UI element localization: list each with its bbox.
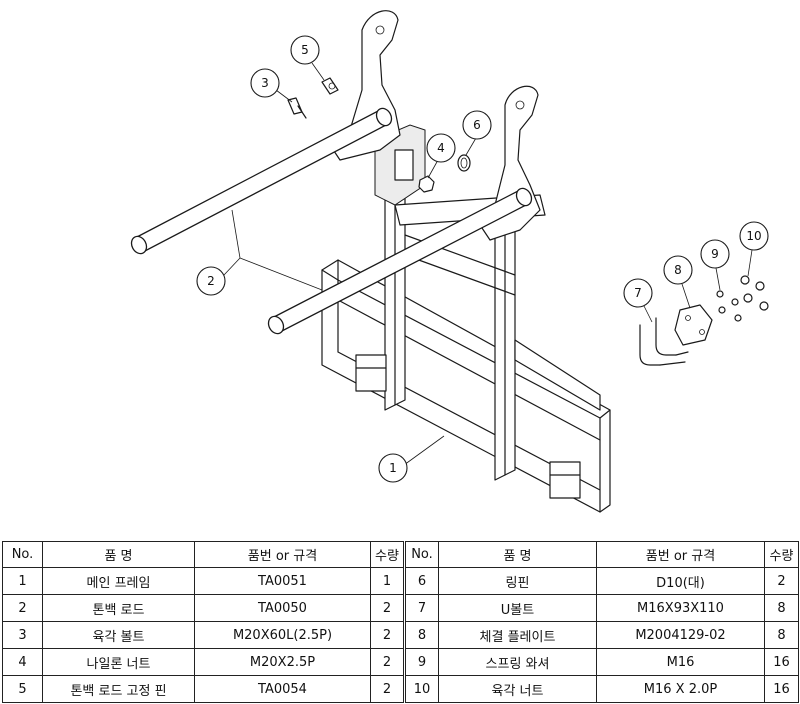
tonbag-rod-lower: [267, 187, 533, 335]
balloon-9: 9: [700, 239, 730, 269]
cell-name: 육각 볼트: [42, 621, 195, 649]
svg-text:9: 9: [711, 247, 719, 261]
balloon-5: 5: [290, 35, 320, 65]
col-header-name: 품 명: [42, 541, 195, 568]
balloon-3: 3: [250, 68, 280, 98]
balloon-6: 6: [462, 110, 492, 140]
exploded-assembly-drawing: 1 2 3 4 5 6 7 8 9 10: [130, 10, 769, 513]
cell-qty: 2: [764, 567, 799, 595]
cell-qty: 16: [764, 675, 799, 703]
col-header-no: No.: [2, 541, 43, 568]
fixing-pin: [321, 77, 339, 95]
cell-spec: M20X60L(2.5P): [194, 621, 371, 649]
cell-spec: M20X2.5P: [194, 648, 371, 676]
svg-text:6: 6: [473, 118, 481, 132]
cell-no: 2: [2, 594, 43, 622]
cell-spec: M16 X 2.0P: [596, 675, 765, 703]
cell-spec: TA0050: [194, 594, 371, 622]
cell-no: 9: [404, 648, 439, 676]
cell-qty: 2: [370, 594, 406, 622]
cell-no: 8: [404, 621, 439, 649]
cell-name: 메인 프레임: [42, 567, 195, 595]
svg-text:3: 3: [261, 76, 269, 90]
spring-washers: [716, 290, 742, 322]
cell-name: 나일론 너트: [42, 648, 195, 676]
cell-name: 체결 플레이트: [438, 621, 597, 649]
svg-text:10: 10: [746, 229, 761, 243]
nylon-nut: [418, 175, 435, 193]
cell-qty: 1: [370, 567, 406, 595]
cell-no: 10: [404, 675, 439, 703]
cell-no: 6: [404, 567, 439, 595]
balloon-1: 1: [378, 453, 408, 483]
main-frame: [321, 124, 611, 513]
cell-no: 1: [2, 567, 43, 595]
cell-name: 육각 너트: [438, 675, 597, 703]
cell-no: 4: [2, 648, 43, 676]
u-bolt: [639, 317, 689, 366]
balloon-4: 4: [426, 133, 456, 163]
cell-spec: M2004129-02: [596, 621, 765, 649]
svg-text:1: 1: [389, 461, 397, 475]
col-header-spec: 품번 or 규격: [194, 541, 371, 568]
cell-spec: TA0051: [194, 567, 371, 595]
cell-name: 톤백 로드: [42, 594, 195, 622]
cell-no: 3: [2, 621, 43, 649]
col-header-qty: 수량: [370, 541, 406, 568]
col-header-qty: 수량: [764, 541, 799, 568]
cell-spec: M16: [596, 648, 765, 676]
col-header-no: No.: [404, 541, 439, 568]
svg-text:8: 8: [674, 263, 682, 277]
table-row: 5 톤백 로드 고정 핀 TA0054 2 10 육각 너트 M16 X 2.0…: [2, 675, 799, 703]
balloon-7: 7: [623, 278, 653, 308]
col-header-name: 품 명: [438, 541, 597, 568]
clamp-plate: [674, 304, 713, 346]
svg-text:5: 5: [301, 43, 309, 57]
cell-qty: 2: [370, 675, 406, 703]
cell-qty: 8: [764, 594, 799, 622]
table-row: 1 메인 프레임 TA0051 1 6 링핀 D10(대) 2: [2, 567, 799, 595]
cell-spec: D10(대): [596, 567, 765, 595]
leader-lines: [223, 62, 753, 466]
svg-text:2: 2: [207, 274, 215, 288]
cell-name: 스프링 와셔: [438, 648, 597, 676]
balloon-10: 10: [739, 221, 769, 251]
table-row: 2 톤백 로드 TA0050 2 7 U볼트 M16X93X110 8: [2, 594, 799, 622]
cell-qty: 8: [764, 621, 799, 649]
cell-no: 7: [404, 594, 439, 622]
cell-spec: M16X93X110: [596, 594, 765, 622]
cell-no: 5: [2, 675, 43, 703]
balloon-2: 2: [196, 266, 226, 296]
svg-text:7: 7: [634, 286, 642, 300]
cell-name: 링핀: [438, 567, 597, 595]
cell-qty: 2: [370, 621, 406, 649]
parts-list-table: No. 품 명 품번 or 규격 수량 No. 품 명 품번 or 규격 수량 …: [2, 541, 799, 703]
cell-name: U볼트: [438, 594, 597, 622]
cell-qty: 16: [764, 648, 799, 676]
ring-pin: [457, 154, 471, 172]
svg-text:4: 4: [437, 141, 445, 155]
col-header-spec: 품번 or 규격: [596, 541, 765, 568]
hex-nuts: [740, 275, 769, 311]
balloon-8: 8: [663, 255, 693, 285]
cell-qty: 2: [370, 648, 406, 676]
table-row: 4 나일론 너트 M20X2.5P 2 9 스프링 와셔 M16 16: [2, 648, 799, 676]
cell-name: 톤백 로드 고정 핀: [42, 675, 195, 703]
table-header-row: No. 품 명 품번 or 규격 수량 No. 품 명 품번 or 규격 수량: [2, 541, 799, 568]
cell-spec: TA0054: [194, 675, 371, 703]
tonbag-rod-upper: [130, 107, 393, 255]
table-row: 3 육각 볼트 M20X60L(2.5P) 2 8 체결 플레이트 M20041…: [2, 621, 799, 649]
